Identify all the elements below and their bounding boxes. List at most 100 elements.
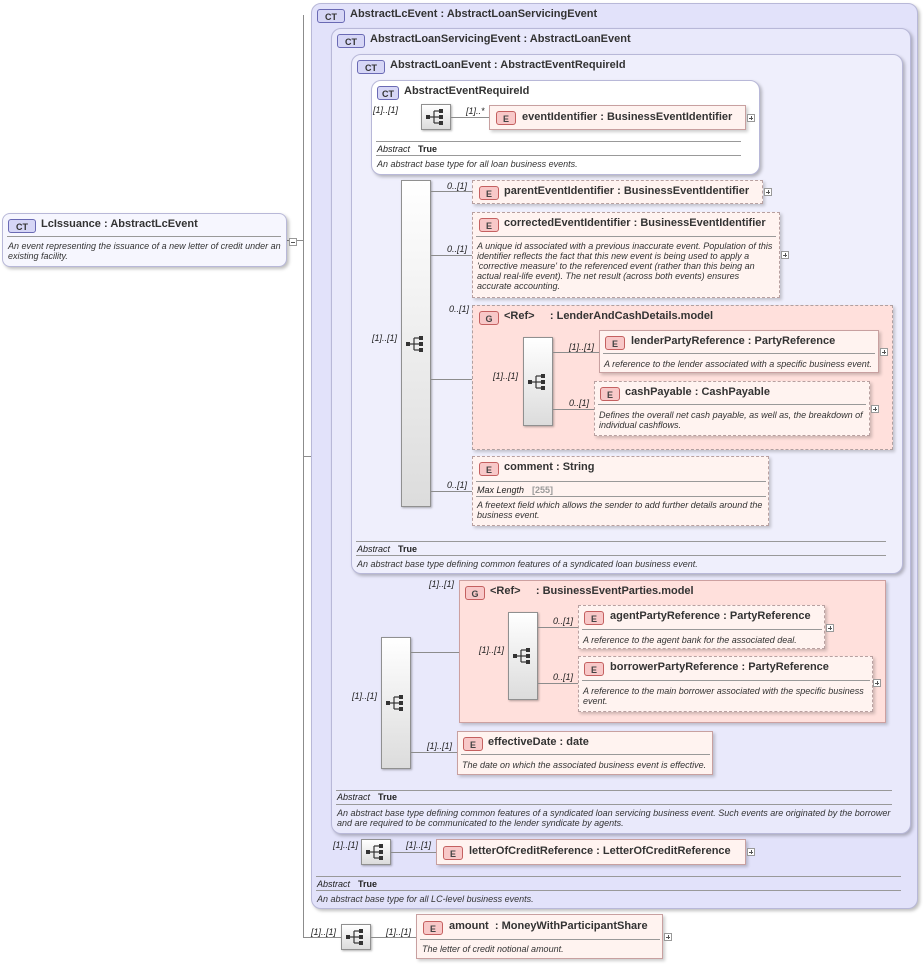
expand-icon[interactable] [664, 933, 672, 941]
ct2-type: AbstractLoanEvent [529, 33, 631, 45]
sequence-compositor-icon[interactable] [381, 637, 411, 769]
ct2-name: AbstractLoanServicingEvent [370, 33, 521, 45]
expand-icon[interactable] [747, 114, 755, 122]
expand-icon[interactable] [873, 679, 881, 687]
separator: : [535, 585, 540, 597]
element-lender-party-reference[interactable]: E lenderPartyReference : PartyReference … [599, 330, 879, 373]
ct1-description: An abstract base type for all LC-level b… [317, 894, 534, 904]
element-parent-event-identifier[interactable]: E parentEventIdentifier : BusinessEventI… [472, 180, 763, 204]
element-borrower-party-reference[interactable]: E borrowerPartyReference : PartyReferenc… [578, 656, 873, 712]
element-corrected-event-identifier[interactable]: E correctedEventIdentifier : BusinessEve… [472, 212, 780, 298]
element-type: MoneyWithParticipantShare [501, 920, 648, 932]
separator: : [747, 335, 752, 347]
root-title: LcIssuance : AbstractLcEvent [41, 218, 198, 230]
group-title: <Ref> : BusinessEventParties.model [490, 585, 694, 597]
element-event-identifier[interactable]: E eventIdentifier : BusinessEventIdentif… [489, 105, 746, 130]
sequence-compositor-icon[interactable] [523, 337, 553, 426]
element-name: comment [504, 461, 553, 473]
element-letter-of-credit-reference[interactable]: E letterOfCreditReference : LetterOfCred… [436, 839, 746, 865]
expand-icon[interactable] [764, 188, 772, 196]
divider [582, 680, 870, 681]
element-type: BusinessEventIdentifier [623, 185, 750, 197]
separator: : [549, 310, 554, 322]
group-type: BusinessEventParties.model [542, 585, 694, 597]
divider [476, 481, 766, 482]
sequence-compositor-icon[interactable] [341, 924, 371, 950]
connector [553, 409, 594, 410]
divider [316, 890, 901, 891]
element-description: A reference to the lender associated wit… [604, 359, 872, 369]
connector [431, 491, 472, 492]
element-amount[interactable]: E amount : MoneyWithParticipantShare The… [416, 914, 663, 959]
element-icon: E [463, 737, 483, 751]
expand-icon[interactable] [781, 251, 789, 259]
element-title: parentEventIdentifier : BusinessEventIde… [504, 185, 749, 197]
element-name: agentPartyReference [610, 610, 721, 622]
collapse-icon[interactable] [289, 238, 297, 246]
sequence-compositor-icon[interactable] [508, 612, 538, 700]
ct3-name: AbstractLoanEvent [390, 59, 491, 71]
separator: : [617, 185, 621, 197]
ct3-description: An abstract base type defining common fe… [357, 559, 698, 569]
element-icon: E [479, 218, 499, 232]
element-comment[interactable]: E comment : String Max Length[255] A fre… [472, 456, 769, 526]
abstract-value: True [378, 792, 398, 802]
root-type-node[interactable]: CT LcIssuance : AbstractLcEvent An event… [2, 213, 297, 267]
cardinality: [1]..[1] [427, 741, 453, 751]
ct4-description: An abstract base type for all loan busin… [377, 159, 578, 169]
element-description: The letter of credit notional amount. [422, 944, 564, 954]
expand-icon[interactable] [826, 624, 834, 632]
element-name: eventIdentifier [522, 111, 598, 123]
sequence-compositor-icon[interactable] [421, 104, 451, 130]
ct1-type: AbstractLoanServicingEvent [446, 8, 598, 20]
separator: : [694, 386, 699, 398]
element-cash-payable[interactable]: E cashPayable : CashPayable Defines the … [594, 381, 870, 436]
abstract-label: Abstract [317, 879, 351, 889]
element-title: borrowerPartyReference : PartyReference [610, 661, 829, 673]
element-agent-party-reference[interactable]: E agentPartyReference : PartyReference A… [578, 605, 825, 649]
expand-icon[interactable] [880, 348, 888, 356]
divider [7, 236, 281, 237]
divider [476, 236, 776, 237]
separator: : [559, 736, 564, 748]
separator: : [523, 33, 528, 45]
cardinality: [1]..[1] [311, 927, 337, 937]
sequence-compositor-icon[interactable] [401, 180, 431, 507]
element-title: eventIdentifier : BusinessEventIdentifie… [522, 111, 732, 123]
element-type: PartyReference [754, 335, 836, 347]
divider [461, 754, 710, 755]
element-type: String [562, 461, 595, 473]
root-name: LcIssuance [41, 218, 101, 230]
connector [303, 937, 341, 938]
element-type: CashPayable [701, 386, 770, 398]
element-icon: E [423, 921, 443, 935]
facet-value: [255] [532, 485, 554, 495]
abstract-value: True [418, 144, 438, 154]
cardinality: [1]..[1] [569, 342, 595, 352]
element-effective-date[interactable]: E effectiveDate : date The date on which… [457, 731, 713, 775]
ct3-type: AbstractEventRequireId [500, 59, 626, 71]
element-icon: E [479, 186, 499, 200]
separator: : [555, 461, 560, 473]
cardinality: 0..[1] [447, 244, 468, 254]
root-description: An event representing the issuance of a … [8, 241, 281, 261]
ct4-title: AbstractEventRequireId [404, 85, 530, 97]
element-description: A unique id associated with a previous i… [477, 241, 773, 291]
expand-icon[interactable] [747, 848, 755, 856]
expand-icon[interactable] [871, 405, 879, 413]
separator: : [493, 59, 498, 71]
divider [376, 155, 741, 156]
group-title: <Ref> : LenderAndCashDetails.model [504, 310, 713, 322]
element-type: BusinessEventIdentifier [606, 111, 733, 123]
group-ref: <Ref> [504, 310, 535, 322]
element-name: borrowerPartyReference [610, 661, 739, 673]
sequence-compositor-icon[interactable] [361, 839, 391, 865]
divider [336, 804, 892, 805]
group-ref: <Ref> [490, 585, 521, 597]
cardinality: [1]..[1] [406, 840, 432, 850]
ct2-description: An abstract base type defining common fe… [337, 808, 891, 828]
separator: : [596, 845, 600, 857]
connector [431, 255, 472, 256]
